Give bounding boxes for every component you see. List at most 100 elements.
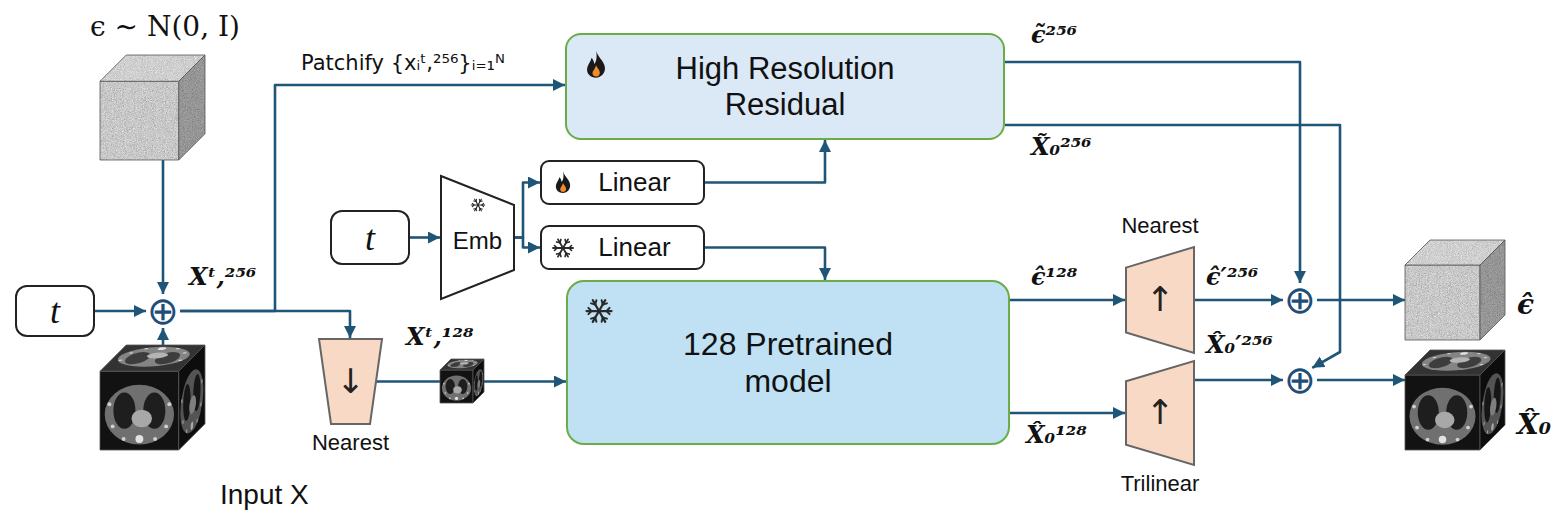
snow-arm bbox=[593, 300, 599, 311]
cube-figure bbox=[1405, 240, 1505, 340]
ct-lung bbox=[113, 393, 135, 429]
ct-rib bbox=[1456, 438, 1460, 442]
caption-label: Input X bbox=[220, 480, 309, 511]
face-shade bbox=[1480, 240, 1505, 340]
math-label: Xᵗ,²⁵⁶ bbox=[188, 262, 257, 292]
timestep-box: t bbox=[15, 285, 95, 337]
linear-layer: Linear bbox=[540, 160, 705, 205]
volume-cube bbox=[100, 345, 205, 450]
ct-face bbox=[1480, 350, 1505, 450]
noise-volume: ϵ̂ bbox=[1405, 240, 1505, 340]
ct-rib bbox=[111, 424, 115, 428]
ct-rib bbox=[107, 402, 111, 406]
caption-label: Nearest bbox=[1121, 214, 1198, 238]
snow-branch bbox=[482, 205, 484, 207]
snow-arm bbox=[599, 300, 605, 311]
volume-cube bbox=[100, 55, 205, 160]
snow-branch bbox=[591, 317, 595, 318]
ct-background bbox=[440, 370, 473, 403]
ct-rib bbox=[122, 437, 126, 441]
connector-arrow bbox=[1005, 125, 1340, 368]
volume-cube bbox=[440, 359, 484, 403]
node-label: ⊕ bbox=[147, 294, 179, 328]
image-volume: X̂₀ bbox=[1405, 350, 1505, 450]
snow-arm bbox=[563, 248, 568, 257]
face-shade bbox=[179, 55, 205, 160]
connector-arrow bbox=[1010, 412, 1125, 415]
block-shape bbox=[319, 339, 382, 424]
ct-heart bbox=[453, 386, 462, 393]
connector-arrow bbox=[180, 311, 350, 338]
node-label: t bbox=[365, 220, 375, 256]
volume-cube bbox=[1405, 350, 1505, 450]
ct-rib bbox=[1469, 405, 1473, 409]
ct-rib bbox=[1426, 438, 1430, 442]
sum-node: ⊕ bbox=[146, 294, 180, 328]
linear-layer: Linear bbox=[540, 225, 705, 270]
connector-arrow bbox=[1317, 299, 1405, 302]
flame-icon bbox=[551, 170, 575, 194]
node-label: ↑ bbox=[1146, 394, 1175, 431]
connector-arrow bbox=[162, 160, 165, 294]
connector-arrow bbox=[515, 183, 540, 238]
snow-arm bbox=[599, 311, 605, 322]
edge-label: X̂₀′²⁵⁶ bbox=[1205, 330, 1274, 360]
noise-volume: ϵ ∼ N(0, I) bbox=[100, 55, 205, 160]
connector-arrow bbox=[1317, 379, 1405, 382]
ct-body bbox=[442, 376, 471, 401]
ct-face bbox=[100, 371, 179, 450]
edge-label: ϵ̂′²⁵⁶ bbox=[1205, 262, 1259, 292]
face-edge bbox=[440, 370, 473, 403]
face-edge bbox=[100, 81, 179, 160]
caption-label: ϵ ∼ N(0, I) bbox=[90, 11, 240, 43]
snow-branch bbox=[475, 199, 477, 201]
snow-branch bbox=[472, 203, 474, 205]
downsample-block: ↓Nearest bbox=[318, 338, 383, 425]
ct-background bbox=[473, 359, 484, 403]
face-edge bbox=[179, 55, 205, 160]
snow-arm bbox=[471, 204, 478, 205]
connector-arrow bbox=[705, 140, 825, 183]
ct-rib bbox=[444, 392, 446, 394]
noise-face bbox=[1405, 265, 1480, 340]
snow-arm bbox=[478, 205, 481, 211]
noise-face bbox=[100, 81, 179, 160]
upsample-block: Nearest↑ bbox=[1125, 246, 1195, 354]
ct-rib bbox=[449, 398, 451, 400]
upsample-block: ↑Trilinear bbox=[1125, 360, 1195, 466]
flame-inner bbox=[592, 65, 599, 76]
ct-rib bbox=[443, 383, 445, 385]
snow-branch bbox=[557, 252, 560, 255]
caption-label: ϵ̂ bbox=[1517, 288, 1534, 322]
noise-face bbox=[179, 55, 205, 160]
block-shape bbox=[1126, 361, 1194, 465]
snow-arm bbox=[558, 239, 563, 248]
ct-background bbox=[100, 371, 179, 450]
ct-heart bbox=[132, 410, 152, 427]
ct-background bbox=[179, 345, 205, 450]
snow-branch bbox=[588, 308, 591, 311]
snow-branch bbox=[555, 246, 557, 248]
snow-branch bbox=[474, 208, 476, 210]
ct-face bbox=[473, 359, 484, 403]
face-edge bbox=[1480, 240, 1505, 340]
snow-branch bbox=[607, 311, 610, 314]
face-edge bbox=[1480, 350, 1505, 450]
node-label: ⊕ bbox=[1284, 283, 1316, 317]
connector-arrow bbox=[1195, 379, 1283, 382]
ct-face bbox=[179, 345, 205, 450]
snow-arm bbox=[478, 199, 481, 205]
noise-face bbox=[1480, 240, 1505, 340]
snow-branch bbox=[480, 200, 482, 202]
ct-rib bbox=[1415, 426, 1419, 430]
edge-label: Xᵗ,¹²⁸ bbox=[405, 322, 474, 352]
image-volume: Input X bbox=[100, 345, 205, 450]
face-shade bbox=[179, 345, 205, 450]
cube-figure bbox=[100, 55, 205, 160]
connector-arrow bbox=[515, 238, 540, 248]
block-shape bbox=[441, 176, 514, 299]
residual-block: High Resolution Residual bbox=[565, 33, 1005, 140]
connector-arrow bbox=[162, 328, 165, 345]
cube-figure bbox=[1405, 350, 1505, 450]
